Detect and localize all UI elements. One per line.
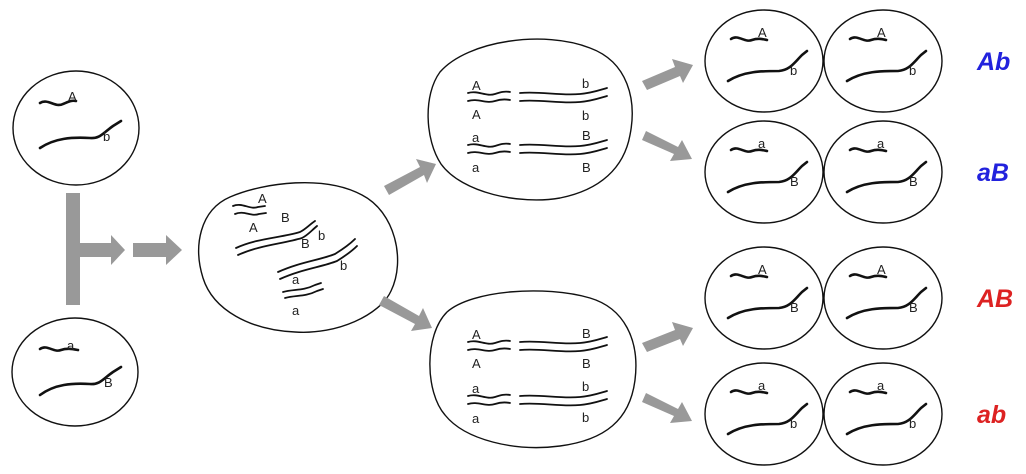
allele-label: a xyxy=(67,338,75,353)
allele-label: b xyxy=(790,416,797,431)
allele-label: A xyxy=(249,220,258,235)
allele-label: B xyxy=(281,210,290,225)
allele-label: a xyxy=(758,378,766,393)
allele-label: B xyxy=(790,174,799,189)
allele-label: a xyxy=(472,160,480,175)
allele-label: a xyxy=(877,378,885,393)
allele-label: A xyxy=(758,25,767,40)
allele-label: b xyxy=(582,108,589,123)
parent-cell-2: a B xyxy=(11,317,139,427)
gamete-cell: ab xyxy=(704,362,824,466)
allele-label: b xyxy=(103,129,110,144)
gamete-cell: AB xyxy=(704,246,824,350)
allele-label: b xyxy=(582,379,589,394)
allele-label: A xyxy=(68,89,77,104)
allele-label: B xyxy=(301,236,310,251)
gamete-genotype-label: AB xyxy=(976,285,1013,313)
allele-label: A xyxy=(472,327,481,342)
gamete-genotype-label: Ab xyxy=(976,48,1010,76)
allele-label: b xyxy=(909,63,916,78)
gamete-cell: aB xyxy=(823,120,943,224)
gamete-cell: Ab xyxy=(704,9,824,113)
allele-label: A xyxy=(877,25,886,40)
gamete-cell: aB xyxy=(704,120,824,224)
allele-label: b xyxy=(790,63,797,78)
gamete-genotype-label: ab xyxy=(977,401,1006,429)
allele-label: a xyxy=(758,136,766,151)
allele-label: a xyxy=(292,272,300,287)
gamete-cell: AB xyxy=(823,246,943,350)
parent-cell-1: A b xyxy=(12,70,140,186)
allele-label: a xyxy=(472,130,480,145)
allele-label: A xyxy=(258,191,267,206)
allele-label: B xyxy=(909,174,918,189)
gamete-arrows xyxy=(642,59,693,423)
allele-label: a xyxy=(472,411,480,426)
allele-label: b xyxy=(582,410,589,425)
allele-label: A xyxy=(877,262,886,277)
allele-label: B xyxy=(582,326,591,341)
division-cell-2: A A B B a a b b xyxy=(429,290,637,449)
meiosis-cell: A A B B b b a a xyxy=(198,181,399,333)
allele-label: B xyxy=(909,300,918,315)
allele-label: A xyxy=(472,78,481,93)
allele-label: B xyxy=(790,300,799,315)
allele-label: A xyxy=(472,356,481,371)
allele-label: B xyxy=(582,128,591,143)
gamete-genotype-label: aB xyxy=(977,159,1009,187)
fusion-connector xyxy=(66,193,182,305)
allele-label: a xyxy=(292,303,300,318)
allele-label: b xyxy=(340,258,347,273)
allele-label: A xyxy=(758,262,767,277)
allele-label: a xyxy=(472,381,480,396)
gamete-cell: ab xyxy=(823,362,943,466)
division-cell-1: A A b b a a B B xyxy=(427,38,633,201)
allele-label: B xyxy=(104,375,113,390)
allele-label: b xyxy=(318,228,325,243)
allele-label: a xyxy=(877,136,885,151)
allele-label: A xyxy=(472,107,481,122)
allele-label: b xyxy=(909,416,916,431)
allele-label: B xyxy=(582,160,591,175)
gamete-cell: Ab xyxy=(823,9,943,113)
division-arrows xyxy=(379,159,436,331)
allele-label: B xyxy=(582,356,591,371)
allele-label: b xyxy=(582,76,589,91)
